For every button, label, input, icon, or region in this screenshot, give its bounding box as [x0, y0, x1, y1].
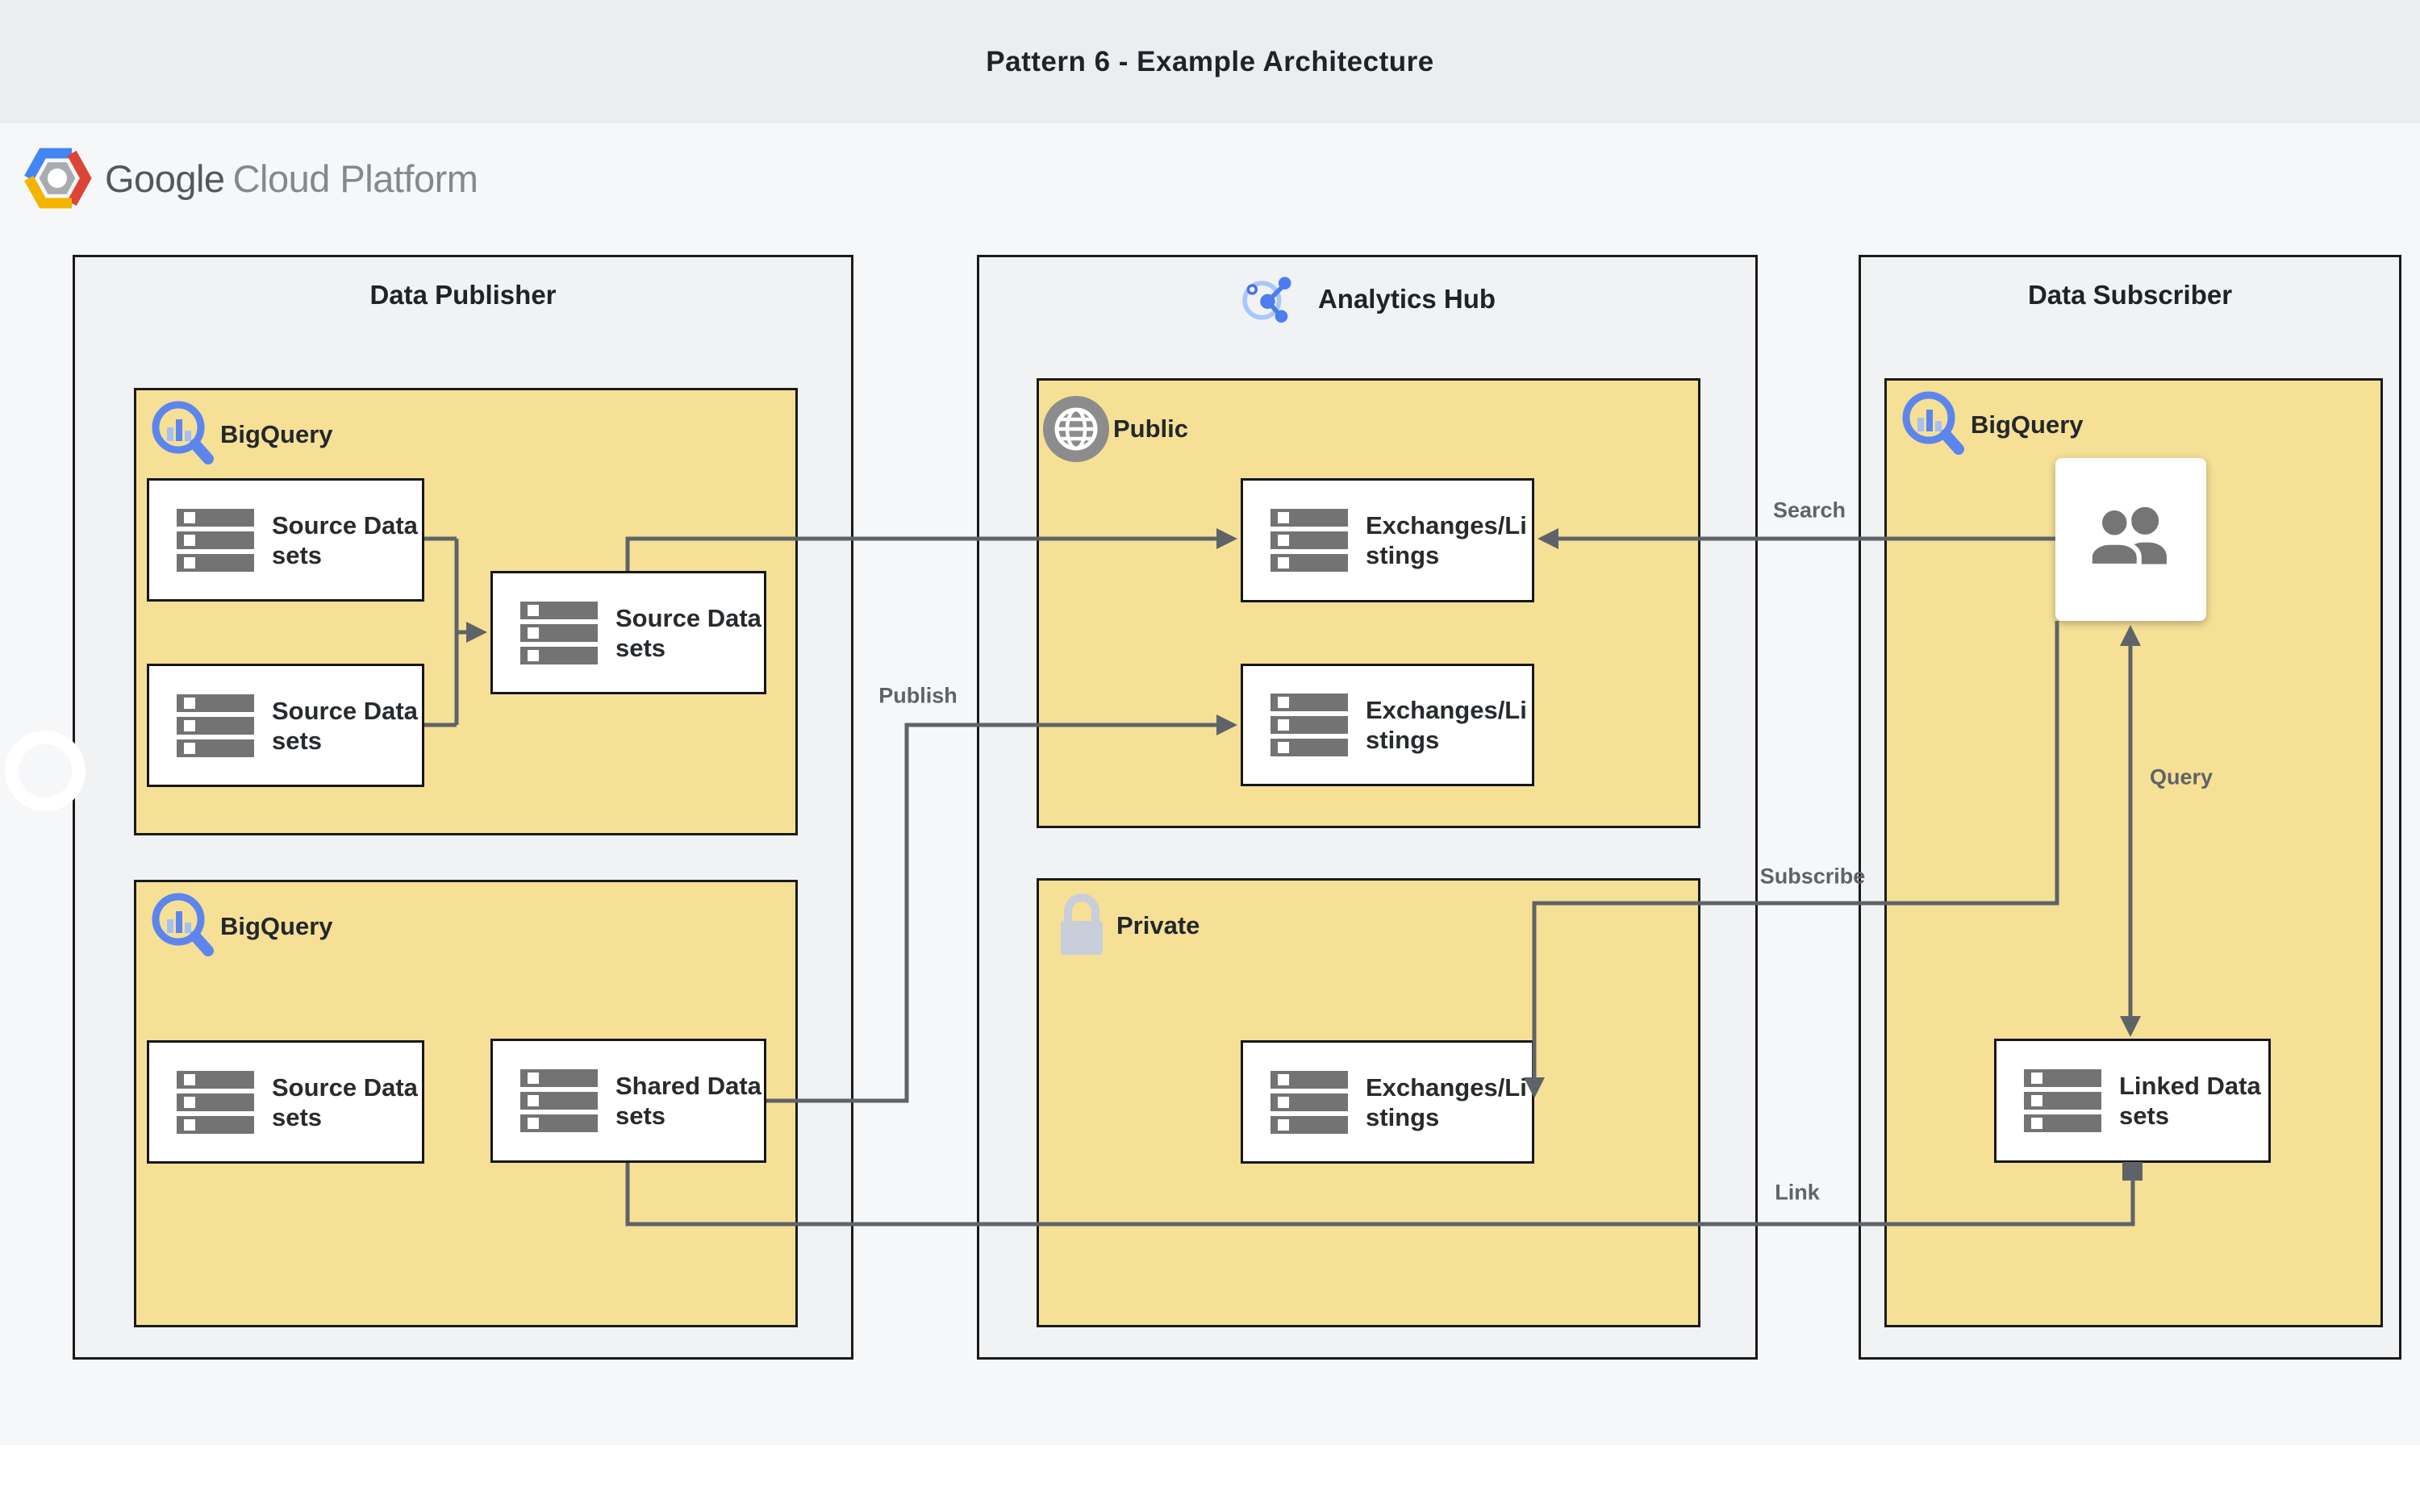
datasets-icon — [2024, 1069, 2101, 1132]
bigquery-header: BigQuery — [148, 889, 333, 964]
public-header: Public — [1042, 395, 1188, 463]
bigquery-icon — [152, 893, 214, 956]
datasets-icon — [1270, 694, 1348, 756]
node-source-datasets-merged: Source Datasets — [490, 571, 766, 694]
container-analytics-hub: Analytics Hub Public — [977, 255, 1758, 1360]
node-label: Linked Datasets — [2119, 1072, 2261, 1130]
node-label: Source Datasets — [272, 696, 418, 755]
edge-label-link: Link — [1775, 1180, 1820, 1205]
node-source-datasets-2: Source Datasets — [147, 664, 424, 787]
public-label: Public — [1113, 414, 1189, 443]
bigquery-icon — [1902, 391, 1964, 455]
edge-label-subscribe: Subscribe — [1759, 864, 1866, 889]
subscriber-title: Data Subscriber — [2027, 280, 2233, 310]
node-linked-datasets: Linked Datasets — [1994, 1039, 2271, 1163]
node-label: Exchanges/Listings — [1366, 1073, 1527, 1131]
node-label: Source Datasets — [272, 510, 418, 569]
bigquery-header: BigQuery — [1898, 387, 2084, 463]
private-label: Private — [1116, 911, 1200, 939]
publisher-title: Data Publisher — [369, 280, 557, 310]
node-label: Exchanges/Listings — [1366, 696, 1527, 754]
gcp-brand: Google — [105, 156, 225, 200]
datasets-icon — [1270, 1070, 1348, 1134]
datasets-icon — [177, 508, 254, 572]
node-source-datasets-1: Source Datasets — [147, 478, 424, 602]
globe-icon — [1043, 396, 1109, 462]
node-exchanges-listings-2: Exchanges/Listings — [1241, 664, 1534, 786]
node-label: Exchanges/Listings — [1366, 511, 1527, 569]
users-icon — [2087, 505, 2167, 569]
subscriber-users-card — [2055, 458, 2206, 621]
container-data-publisher: Data Publisher BigQuery — [73, 255, 853, 1360]
node-label: Shared Datasets — [615, 1072, 761, 1130]
datasets-icon — [177, 1070, 254, 1134]
bigquery-label: BigQuery — [220, 420, 333, 448]
header-bar — [0, 0, 2420, 123]
node-exchanges-listings-1: Exchanges/Listings — [1241, 478, 1534, 602]
bottom-band — [0, 1445, 2420, 1512]
hub-title: Analytics Hub — [1317, 284, 1496, 314]
container-data-subscriber: Data Subscriber BigQuery — [1859, 255, 2401, 1360]
bigquery-label: BigQuery — [220, 912, 333, 940]
bigquery-label: BigQuery — [1971, 410, 2084, 439]
datasets-icon — [520, 601, 598, 664]
gcp-hexagon-icon — [24, 148, 92, 209]
edge-label-publish: Publish — [878, 683, 958, 708]
decorative-ring — [5, 731, 86, 811]
lock-icon — [1061, 893, 1103, 955]
page-title: Pattern 6 - Example Architecture — [986, 45, 1434, 77]
node-exchanges-listings-3: Exchanges/Listings — [1241, 1040, 1534, 1164]
hub-title-row: Analytics Hub — [979, 270, 1755, 328]
datasets-icon — [177, 694, 254, 757]
node-shared-datasets: Shared Datasets — [490, 1039, 766, 1163]
gcp-product: Cloud Platform — [232, 156, 478, 200]
bigquery-header: BigQuery — [148, 397, 333, 473]
edge-label-search: Search — [1772, 498, 1846, 523]
node-label: Source Datasets — [272, 1073, 418, 1131]
node-source-datasets-3: Source Datasets — [147, 1040, 424, 1164]
edge-label-query: Query — [2149, 764, 2213, 789]
analytics-hub-icon — [1242, 277, 1291, 323]
bigquery-icon — [152, 401, 214, 464]
private-header: Private — [1057, 892, 1200, 960]
datasets-icon — [520, 1069, 598, 1132]
node-label: Source Datasets — [615, 603, 761, 662]
datasets-icon — [1270, 509, 1348, 572]
